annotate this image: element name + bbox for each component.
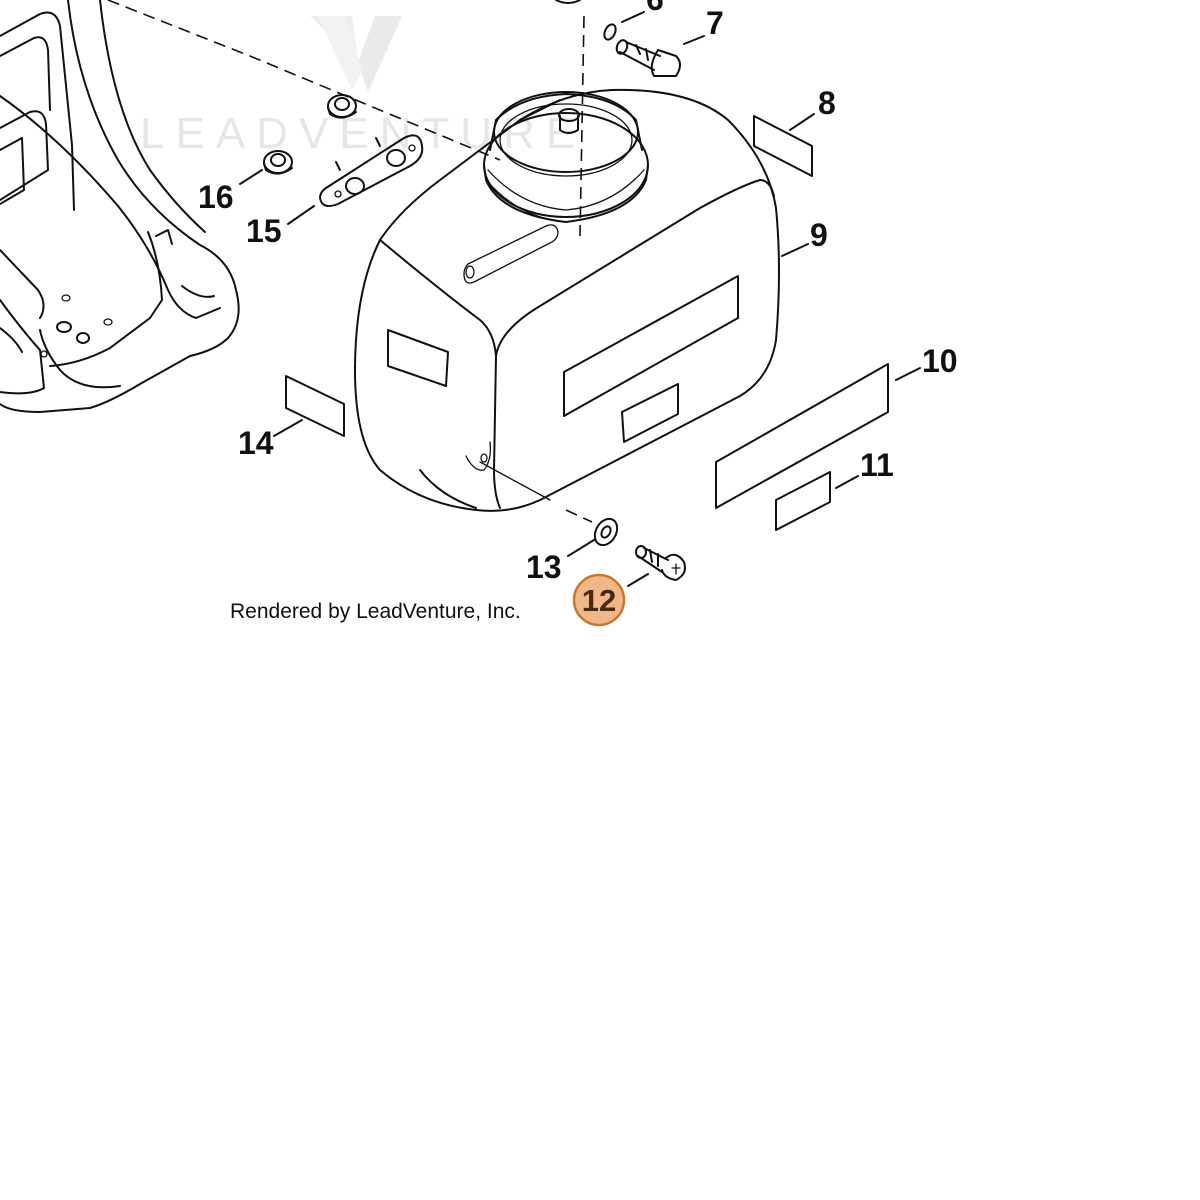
callout-6[interactable]: 6	[646, 0, 664, 17]
callout-13[interactable]: 13	[526, 549, 562, 585]
leadventure-v-logo-icon	[310, 16, 402, 92]
callout-15[interactable]: 15	[246, 213, 282, 249]
highlight-circle	[572, 573, 626, 627]
part-7-bolt[interactable]	[615, 39, 681, 77]
part-8-decal[interactable]	[753, 115, 813, 177]
part-12-screw[interactable]	[635, 545, 686, 581]
part-15-bracket[interactable]	[319, 134, 424, 207]
part-6-o-ring[interactable]	[602, 23, 618, 42]
watermark: LEADVENTURE	[140, 16, 586, 158]
callout-labels: 6 7 8 9 10 11 12 13 14 15 16	[198, 0, 958, 627]
callout-16[interactable]: 16	[198, 179, 234, 215]
alignment-line-frame	[107, 0, 501, 161]
part-10-decal[interactable]	[715, 363, 889, 509]
callout-10[interactable]: 10	[922, 343, 958, 379]
callout-7[interactable]: 7	[706, 5, 724, 41]
part-11-decal[interactable]	[775, 471, 831, 531]
upper-nut[interactable]	[327, 94, 357, 119]
callout-12-highlight[interactable]: 12	[572, 573, 626, 627]
top-fitting-edge	[555, 0, 581, 4]
callout-9[interactable]: 9	[810, 217, 828, 253]
alignment-line-lower	[565, 509, 593, 523]
drain-line	[479, 461, 551, 501]
render-credit: Rendered by LeadVenture, Inc.	[230, 600, 521, 623]
part-9-fuel-tank[interactable]	[354, 88, 780, 512]
callout-12[interactable]: 12	[582, 583, 616, 618]
callout-11[interactable]: 11	[860, 447, 894, 483]
callout-8[interactable]: 8	[818, 85, 836, 121]
watermark-text: LEADVENTURE	[140, 109, 586, 158]
frame-assembly	[0, 0, 240, 413]
part-16-nut[interactable]	[263, 150, 293, 175]
part-14-decal[interactable]	[285, 375, 345, 437]
part-13-washer[interactable]	[590, 515, 621, 549]
leader-lines	[239, 11, 921, 587]
callout-14[interactable]: 14	[238, 425, 274, 461]
